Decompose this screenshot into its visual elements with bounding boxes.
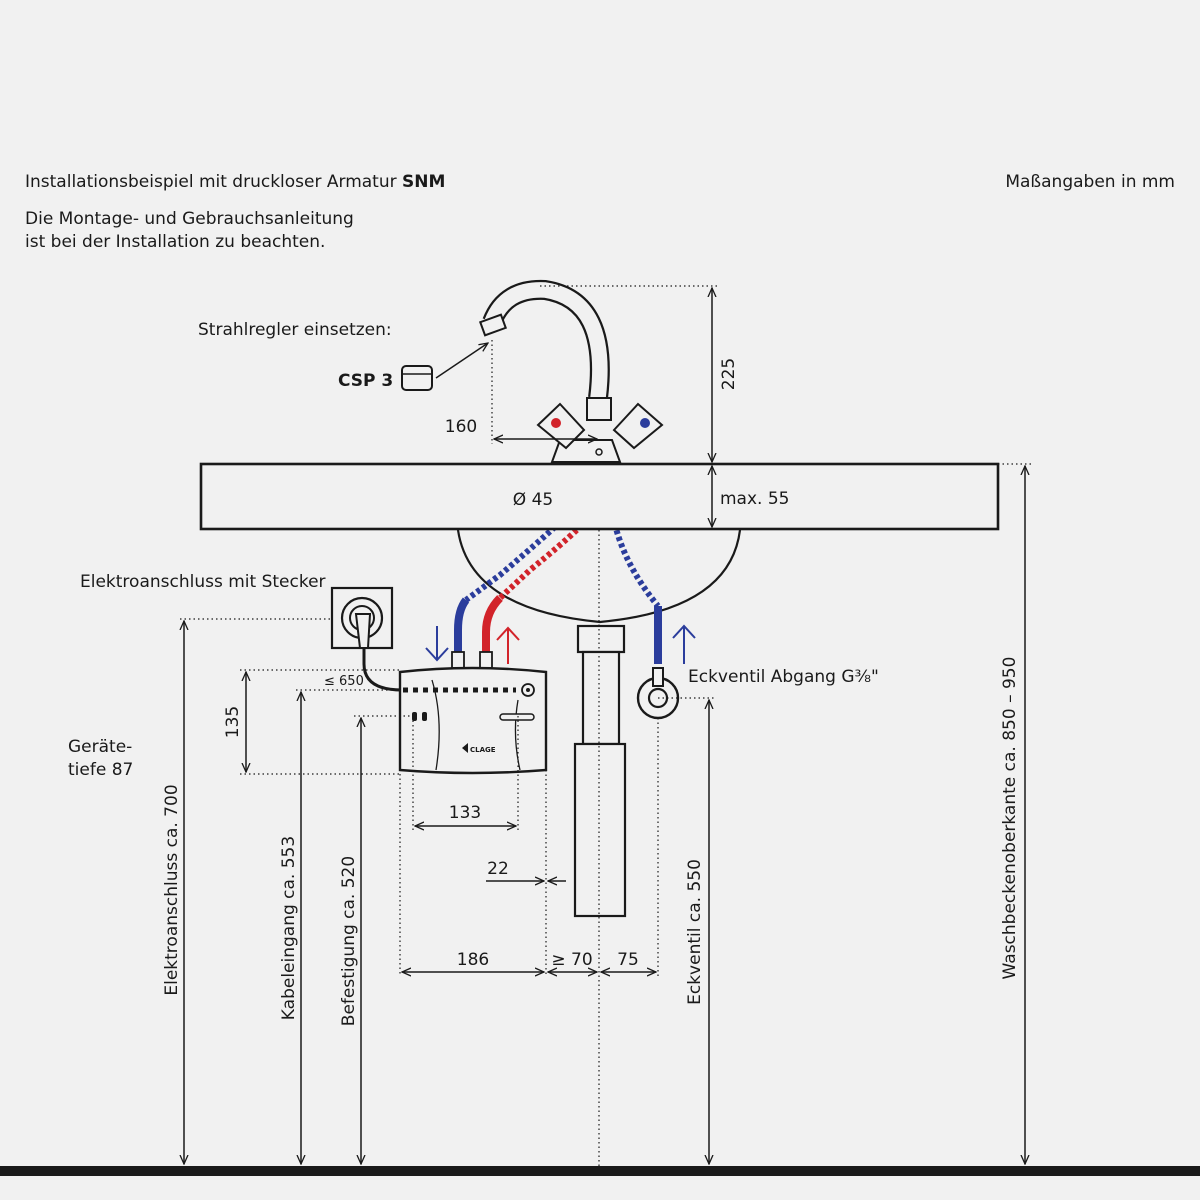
valve-offset-label: 75 xyxy=(617,950,639,970)
min-gap-label: ≥ 70 xyxy=(551,950,592,970)
aerator-pointer xyxy=(435,343,488,379)
cold-hose xyxy=(454,597,470,655)
hole-diameter-label: Ø 45 xyxy=(513,490,553,510)
faucet xyxy=(478,279,664,463)
spout-reach-label: 160 xyxy=(445,417,477,437)
offset-label: 22 xyxy=(487,859,509,879)
power-cable xyxy=(362,648,403,692)
drain-pipe-upper xyxy=(581,650,621,746)
drain-pipe-lower xyxy=(573,742,627,918)
unit-height-label: 135 xyxy=(223,706,243,738)
drain-nut xyxy=(576,624,626,654)
aerator-icon xyxy=(401,365,433,391)
hot-hose xyxy=(482,595,503,655)
unit-width-label: 186 xyxy=(457,950,489,970)
instant-water-heater: CLAGE xyxy=(398,651,548,775)
socket-icon xyxy=(330,586,394,650)
counter-thickness-label: max. 55 xyxy=(720,489,789,509)
brand-logo: CLAGE xyxy=(470,746,496,754)
valve-flow-arrow xyxy=(672,624,696,664)
aerator-instruction: Strahlregler einsetzen: xyxy=(198,320,392,340)
cold-inflow-arrow xyxy=(425,626,449,662)
instruction-note-line2: ist bei der Installation zu beachten. xyxy=(25,232,325,252)
cable-length-label: ≤ 650 xyxy=(324,674,364,689)
aerator-part-label: CSP 3 xyxy=(338,371,393,391)
units-note: Maßangaben in mm xyxy=(1005,172,1175,192)
countertop xyxy=(199,462,1000,531)
mount-spacing-label: 133 xyxy=(449,803,481,823)
basin-edge-label: Waschbeckenoberkante ca. 850 – 950 xyxy=(1000,657,1020,980)
cable-inlet-label: Kabeleingang ca. 553 xyxy=(279,836,299,1020)
instruction-note-line1: Die Montage- und Gebrauchsanleitung xyxy=(25,209,354,229)
valve-height-label: Eckventil ca. 550 xyxy=(685,859,705,1005)
device-depth-line2: tiefe 87 xyxy=(68,760,133,780)
diagram-title: Installationsbeispiel mit druckloser Arm… xyxy=(25,172,445,192)
electro-height-label: Elektroanschluss ca. 700 xyxy=(162,784,182,995)
angle-valve-icon xyxy=(636,667,680,720)
faucet-height-label: 225 xyxy=(719,358,739,390)
device-depth-line1: Geräte- xyxy=(68,737,132,757)
floor-line xyxy=(0,1166,1200,1176)
mounting-height-label: Befestigung ca. 520 xyxy=(339,856,359,1026)
hot-outflow-arrow xyxy=(496,626,520,664)
angle-valve-label: Eckventil Abgang G⅜" xyxy=(688,667,879,687)
electro-connection-label: Elektroanschluss mit Stecker xyxy=(80,572,326,592)
